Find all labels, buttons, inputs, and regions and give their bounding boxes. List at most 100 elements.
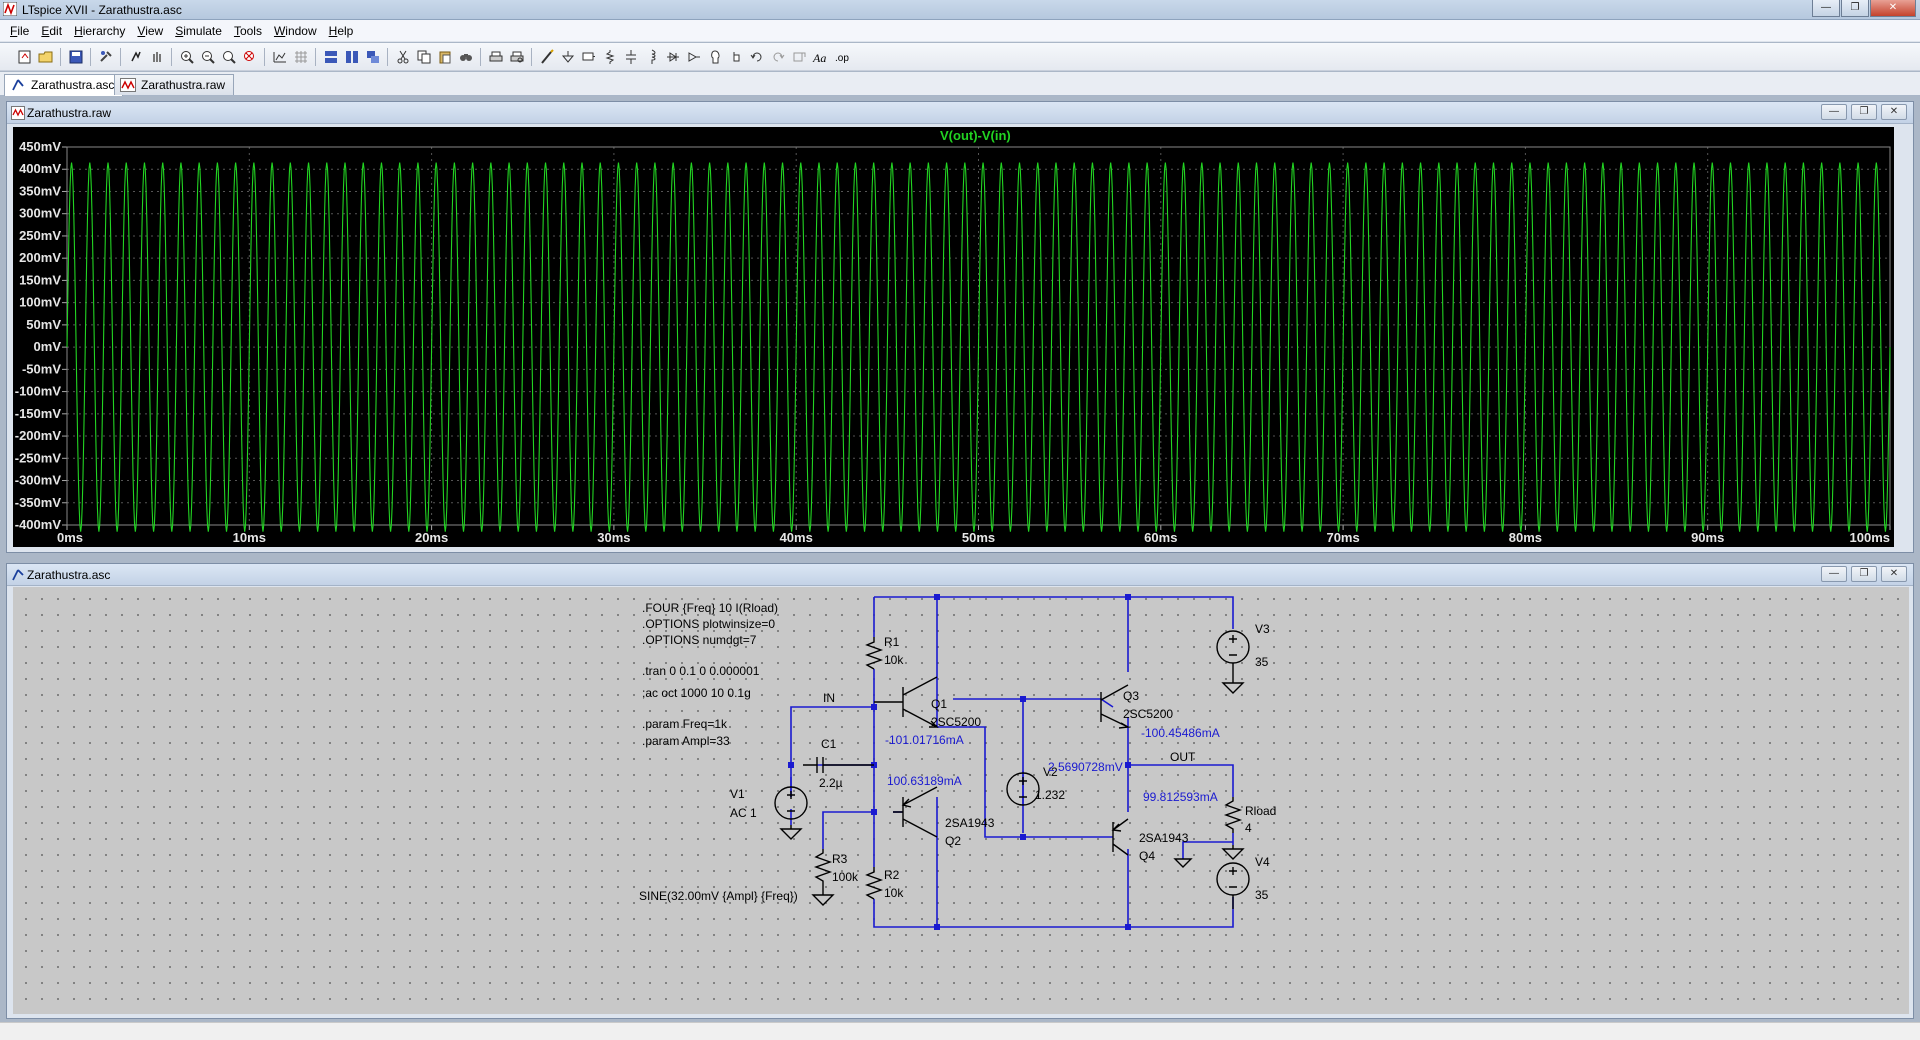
schematic-close-button[interactable]: ✕ (1881, 566, 1907, 582)
minimize-button[interactable]: — (1812, 0, 1840, 17)
toolbar-separator (387, 48, 388, 66)
ground-symbols (779, 679, 1245, 906)
ground-icon (561, 51, 574, 63)
tab-label: Zarathustra.raw (141, 78, 226, 92)
control-panel-icon (99, 51, 112, 62)
menu-help[interactable]: Help (328, 23, 354, 38)
waveform-minimize-button[interactable]: — (1821, 104, 1847, 120)
y-tick-label: -200mV (15, 428, 62, 443)
redo-button[interactable] (767, 46, 788, 68)
waveform-icon (11, 106, 25, 120)
x-tick-label: 10ms (233, 530, 266, 545)
y-tick-label: -150mV (15, 406, 62, 421)
v3-ground-icon (1221, 679, 1245, 694)
drag-button[interactable] (725, 46, 746, 68)
menu-file[interactable]: File (10, 23, 30, 38)
r3-symbol (813, 849, 833, 891)
cascade-button[interactable] (362, 46, 383, 68)
trace-label[interactable]: V(out)-V(in) (940, 128, 1011, 143)
zoom-in-button[interactable] (176, 46, 197, 68)
autorange-button[interactable] (269, 46, 290, 68)
y-tick-label: -300mV (15, 473, 62, 488)
tab-waveform[interactable]: Zarathustra.raw (114, 74, 235, 95)
menu-edit[interactable]: Edit (41, 23, 63, 38)
c1-name: C1 (821, 737, 837, 751)
tab-schematic[interactable]: Zarathustra.asc (4, 74, 124, 96)
r1-symbol (864, 637, 884, 670)
q1-current-annotation: -101.01716mA (885, 733, 964, 747)
save-button[interactable] (65, 46, 86, 68)
save-icon (69, 50, 82, 64)
schematic-icon (12, 569, 24, 581)
resistor-icon (604, 50, 615, 64)
menu-view[interactable]: View (137, 23, 164, 38)
print-preview-button[interactable] (506, 46, 527, 68)
ground-button[interactable] (557, 46, 578, 68)
v4-value: 35 (1255, 888, 1269, 902)
menu-hierarchy[interactable]: Hierarchy (74, 23, 126, 38)
maximize-button[interactable]: ❐ (1841, 0, 1869, 17)
v3-name: V3 (1255, 622, 1270, 636)
waveform-close-button[interactable]: ✕ (1881, 104, 1907, 120)
copy-button[interactable] (413, 46, 434, 68)
c1-symbol (803, 757, 874, 773)
menu-mnemonic: T (233, 23, 240, 38)
rotate-icon (793, 52, 805, 62)
menu-window[interactable]: Window (273, 23, 317, 38)
rotate-button[interactable] (788, 46, 809, 68)
waveform-restore-button[interactable]: ❐ (1851, 104, 1877, 120)
v4-ground-icon (1173, 858, 1193, 868)
move-button[interactable] (704, 46, 725, 68)
open-button[interactable] (35, 46, 56, 68)
label-button[interactable] (578, 46, 599, 68)
menu-tools[interactable]: Tools (233, 23, 262, 38)
diode-button[interactable] (662, 46, 683, 68)
r3-ground-icon (811, 891, 835, 906)
tab-label: Zarathustra.asc (31, 78, 115, 92)
zoom-fit-button[interactable] (239, 46, 260, 68)
paste-button[interactable] (434, 46, 455, 68)
y-tick-label: 200mV (19, 250, 61, 265)
halt-button[interactable] (146, 46, 167, 68)
find-button[interactable] (455, 46, 476, 68)
toolbar-separator (315, 48, 316, 66)
menu-mnemonic: F (10, 23, 18, 38)
directive-four: .FOUR {Freq} 10 I(Rload) (642, 601, 778, 615)
new-schematic-button[interactable] (14, 46, 35, 68)
run-button[interactable] (125, 46, 146, 68)
waveform-window-titlebar: Zarathustra.raw — ❐ ✕ (7, 102, 1913, 124)
print-button[interactable] (485, 46, 506, 68)
inductor-button[interactable] (641, 46, 662, 68)
zoom-area-button[interactable] (218, 46, 239, 68)
wire-button[interactable] (536, 46, 557, 68)
q2-name: Q2 (945, 834, 961, 848)
text-button[interactable]: Aa (809, 46, 830, 68)
close-button[interactable]: ✕ (1870, 0, 1916, 17)
grid-button[interactable] (290, 46, 311, 68)
tile-vertical-button[interactable] (341, 46, 362, 68)
drag-icon (733, 52, 739, 62)
y-tick-label: 300mV (19, 206, 61, 221)
zoom-out-button[interactable] (197, 46, 218, 68)
schematic-canvas[interactable]: .FOUR {Freq} 10 I(Rload) .OPTIONS plotwi… (13, 587, 1909, 1014)
control-panel-button[interactable] (95, 46, 116, 68)
resistor-button[interactable] (599, 46, 620, 68)
ltspice-app-icon (3, 2, 17, 16)
menu-mnemonic: H (74, 23, 83, 38)
schematic-minimize-button[interactable]: — (1821, 566, 1847, 582)
schematic-restore-button[interactable]: ❐ (1851, 566, 1877, 582)
tile-horizontal-button[interactable] (320, 46, 341, 68)
r2-value: 10k (884, 886, 904, 900)
component-button[interactable] (683, 46, 704, 68)
x-tick-label: 0ms (57, 530, 83, 545)
cut-button[interactable] (392, 46, 413, 68)
undo-button[interactable] (746, 46, 767, 68)
tile-horizontal-icon (324, 51, 337, 63)
toolbar-separator (531, 48, 532, 66)
spice-directive-button[interactable]: .op (830, 46, 851, 68)
menu-simulate[interactable]: Simulate (175, 23, 222, 38)
v3-value: 35 (1255, 655, 1269, 669)
print-icon (489, 51, 502, 62)
capacitor-button[interactable] (620, 46, 641, 68)
